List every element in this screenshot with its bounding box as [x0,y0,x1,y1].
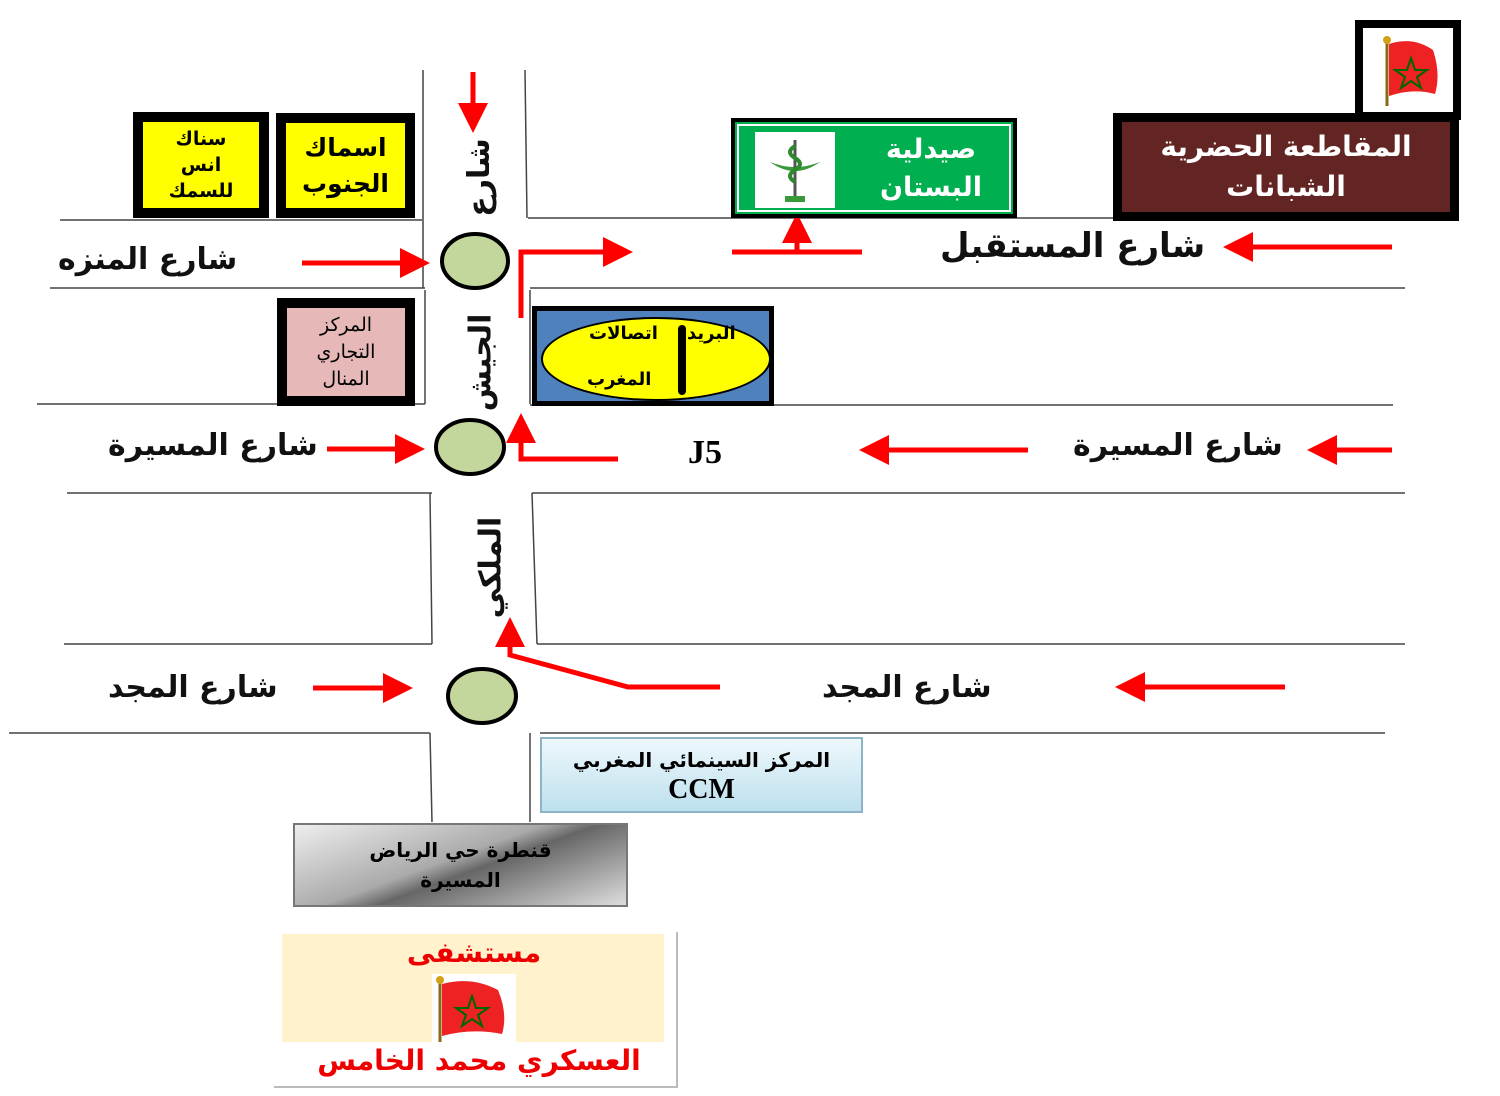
hospital-flag-icon [432,974,516,1044]
telecom-label-1: اتصالات [589,323,658,344]
divider [678,325,686,395]
pharmacy-icon [755,132,835,208]
label: اسماك [304,132,387,162]
moroccan-flag-icon [1355,20,1461,120]
moroccan-cinema-center: المركز السينمائي المغربي CCM [540,737,863,813]
roundabout-1 [440,232,510,290]
traffic-arrows [302,72,1392,703]
label: CCM [668,774,735,805]
yellow-oval [541,317,771,401]
street-almassira-east: شارع المسيرة [1073,428,1283,463]
street-almassira-west: شارع المسيرة [108,428,318,463]
post-label: البريد [687,323,736,344]
hospital-label-2: العسكري محمد الخامس [317,1044,641,1077]
street-almajd-west: شارع المجد [108,670,278,705]
label: البستان [879,172,983,203]
label: التجاري [316,340,376,363]
label: الجنوب [302,168,389,198]
label: قنطرة حي الرياض [369,838,552,862]
label: المنال [322,367,370,390]
label: انس [180,154,222,176]
street-almanzah: شارع المنزه [58,242,238,277]
label: المركز [319,313,373,336]
label: صيدلية [885,134,977,165]
pharmacy-name: صيدلية البستان [861,128,1001,210]
chabanate-district-office: المقاطعة الحضرية الشبانات [1113,113,1459,221]
post-office-maroc-telecom: البريد اتصالات المغرب [532,306,774,406]
fish-south: اسماك الجنوب [276,113,415,218]
label: للسمك [168,180,234,202]
almanal-mall: المركز التجاري المنال [277,298,415,406]
roundabout-3 [446,667,518,725]
street-army-3: الملكي [473,516,509,619]
street-almustaqbal: شارع المستقبل [940,226,1206,266]
roundabout-2 [434,418,506,476]
street-army-2: الجيش [463,313,499,412]
junction-label: J5 [688,434,722,471]
military-hospital: مستشفى العسكري محمد الخامس [274,932,678,1088]
label: الشبانات [1226,170,1346,203]
hay-riad-bridge: قنطرة حي الرياض المسيرة [293,823,628,907]
hospital-label-1: مستشفى [406,936,542,969]
label: المسيرة [420,868,501,892]
label: سناك [175,128,227,150]
street-army-1: شارع [461,138,497,217]
label: المقاطعة الحضرية [1160,130,1412,163]
albustan-pharmacy: صيدلية البستان [731,118,1017,218]
street-almajd-east: شارع المجد [822,670,992,705]
snack-anas-fish: سناك انس للسمك [133,112,269,218]
roundabouts [434,232,518,725]
label: المركز السينمائي المغربي [572,748,831,772]
telecom-label-2: المغرب [587,369,652,390]
